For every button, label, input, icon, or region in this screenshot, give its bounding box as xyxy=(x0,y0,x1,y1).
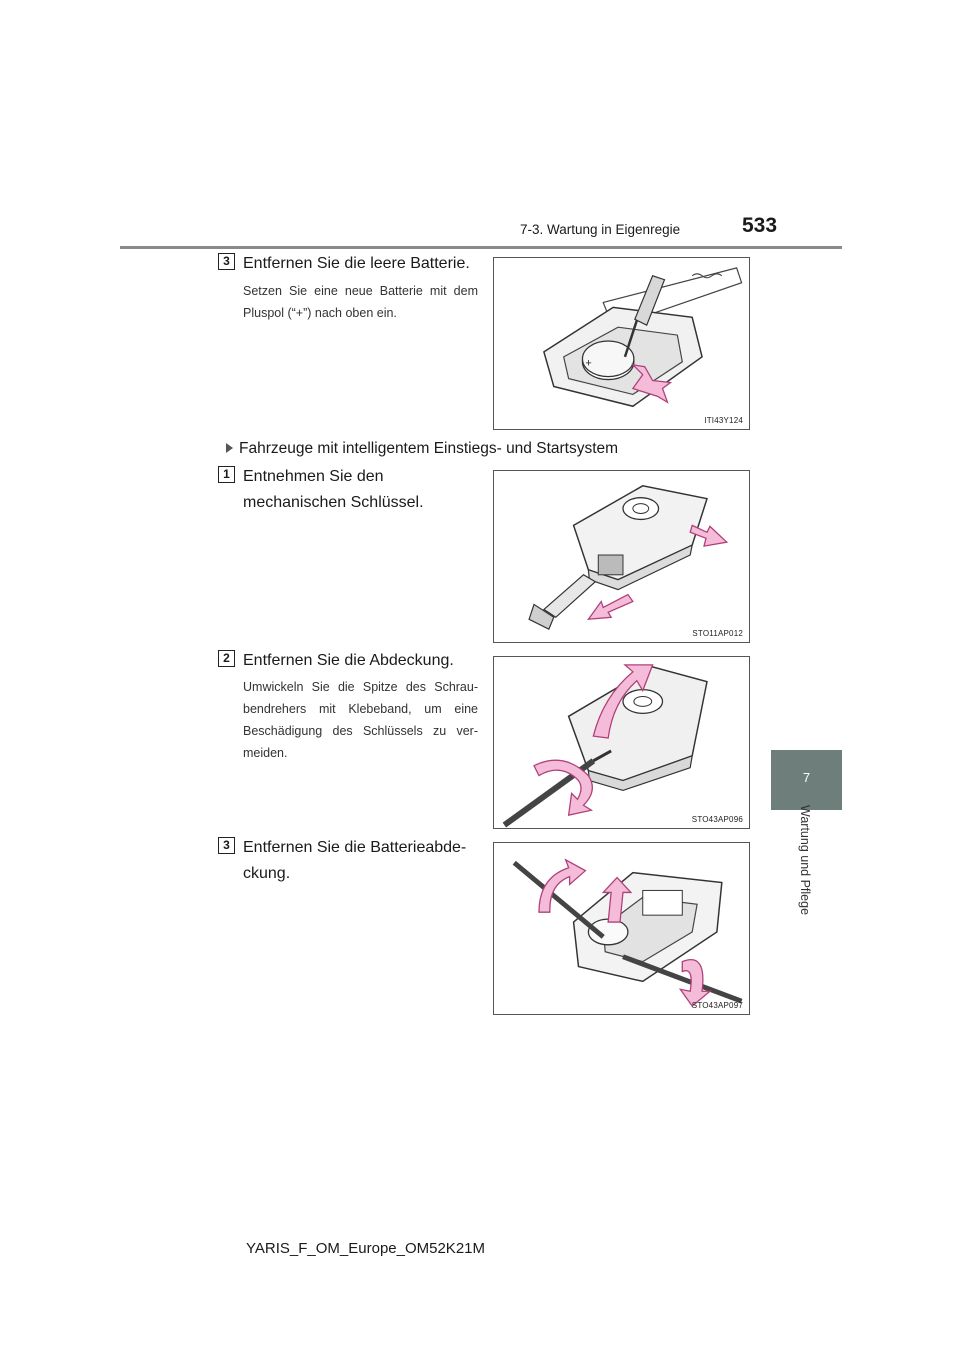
figure-code: ITI43Y124 xyxy=(704,416,743,425)
step-title: Entnehmen Sie den mechanischen Schlüssel… xyxy=(243,468,424,511)
key-battery-illustration: + xyxy=(543,267,743,408)
section-subheading: Fahrzeuge mit intelligentem Einstiegs- u… xyxy=(226,440,618,458)
figure-remove-battery: + ITI43Y124 xyxy=(493,257,750,430)
figure-remove-mechanical-key: STO11AP012 xyxy=(493,470,750,643)
step-number-badge: 3 xyxy=(218,837,235,854)
figure-remove-cover: STO43AP096 xyxy=(493,656,750,829)
step-note: Setzen Sie eine neue Batterie mit dem Pl… xyxy=(243,284,478,320)
figure-code: STO11AP012 xyxy=(692,629,743,638)
step-number-badge: 1 xyxy=(218,466,235,483)
section-title: 7-3. Wartung in Eigenregie xyxy=(520,222,681,237)
header-rule xyxy=(120,246,842,249)
step-title: Entfernen Sie die Abdeckung. xyxy=(243,652,454,669)
figure-code: STO43AP097 xyxy=(691,1001,743,1010)
step-number-badge: 2 xyxy=(218,650,235,667)
step-note: Umwickeln Sie die Spitze des Schrau-bend… xyxy=(243,680,478,760)
step-title: Entfernen Sie die leere Batterie. xyxy=(243,255,470,272)
smart-key-illustration xyxy=(528,485,729,630)
battery-cover-illustration xyxy=(512,858,743,1008)
battery-plus-mark: + xyxy=(585,358,591,370)
document-footer: YARIS_F_OM_Europe_OM52K21M xyxy=(246,1240,485,1257)
key-cover-illustration xyxy=(502,664,708,828)
triangle-bullet-icon xyxy=(226,443,233,453)
chapter-tab xyxy=(771,750,842,810)
page-number: 533 xyxy=(742,214,778,237)
chapter-title: Wartung und Pflege xyxy=(798,805,812,916)
figure-code: STO43AP096 xyxy=(691,815,743,824)
chapter-number: 7 xyxy=(802,770,811,785)
figure-remove-battery-cover: STO43AP097 xyxy=(493,842,750,1015)
step-title: Entfernen Sie die Batterieabde-ckung. xyxy=(243,839,467,882)
step-number-badge: 3 xyxy=(218,253,235,270)
